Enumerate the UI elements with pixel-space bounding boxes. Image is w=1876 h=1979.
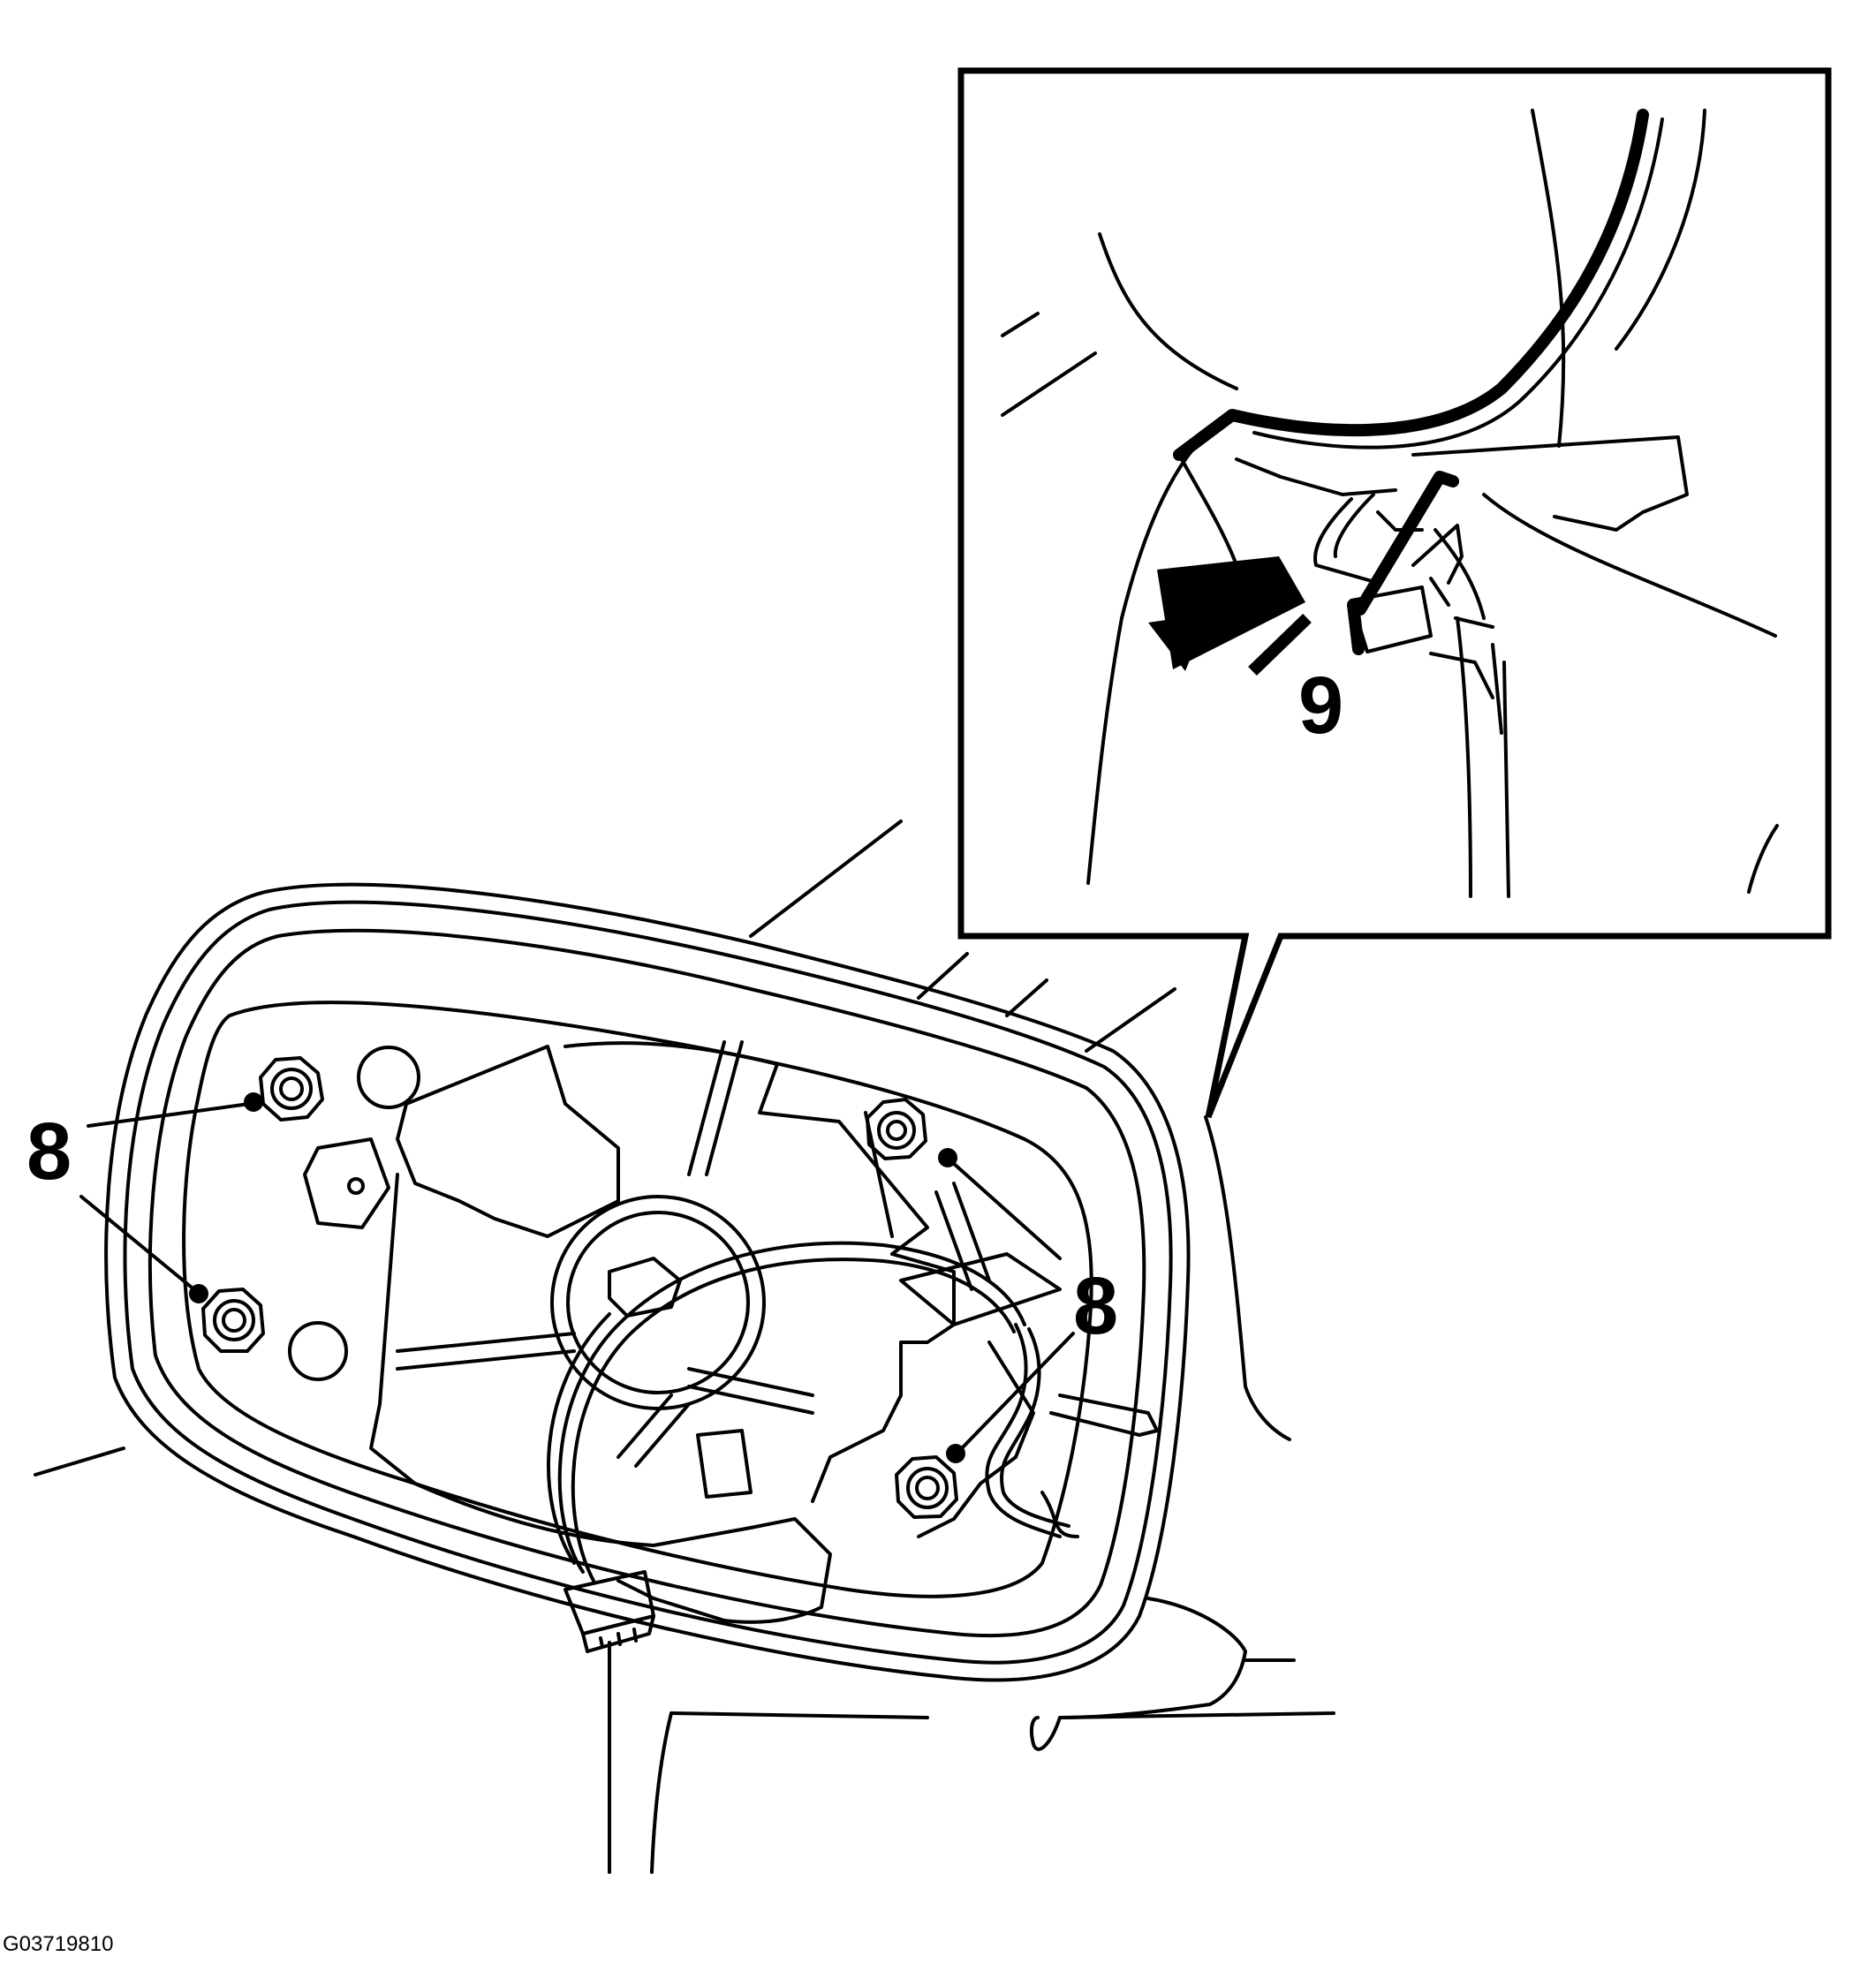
retaining-nut-upper-left [244, 1056, 324, 1122]
callout-label-clip: 9 [1298, 661, 1343, 751]
retaining-nut-lower-left [189, 1284, 265, 1353]
detail-inset [957, 67, 1832, 1119]
inset-clip-detail [1001, 109, 1779, 898]
callout-label-nut-right: 8 [1073, 1261, 1118, 1351]
leader-lines [79, 1102, 1075, 1451]
figure-id: G03719810 [3, 1932, 113, 1956]
mirror-housing [34, 820, 1335, 1874]
callout-label-nut-left: 8 [26, 1107, 72, 1197]
retaining-nut-lower-right [895, 1444, 965, 1519]
wire-harness [547, 1241, 1159, 1653]
mirror-motor-carrier [288, 1040, 1062, 1624]
push-direction-arrow [1148, 556, 1312, 676]
